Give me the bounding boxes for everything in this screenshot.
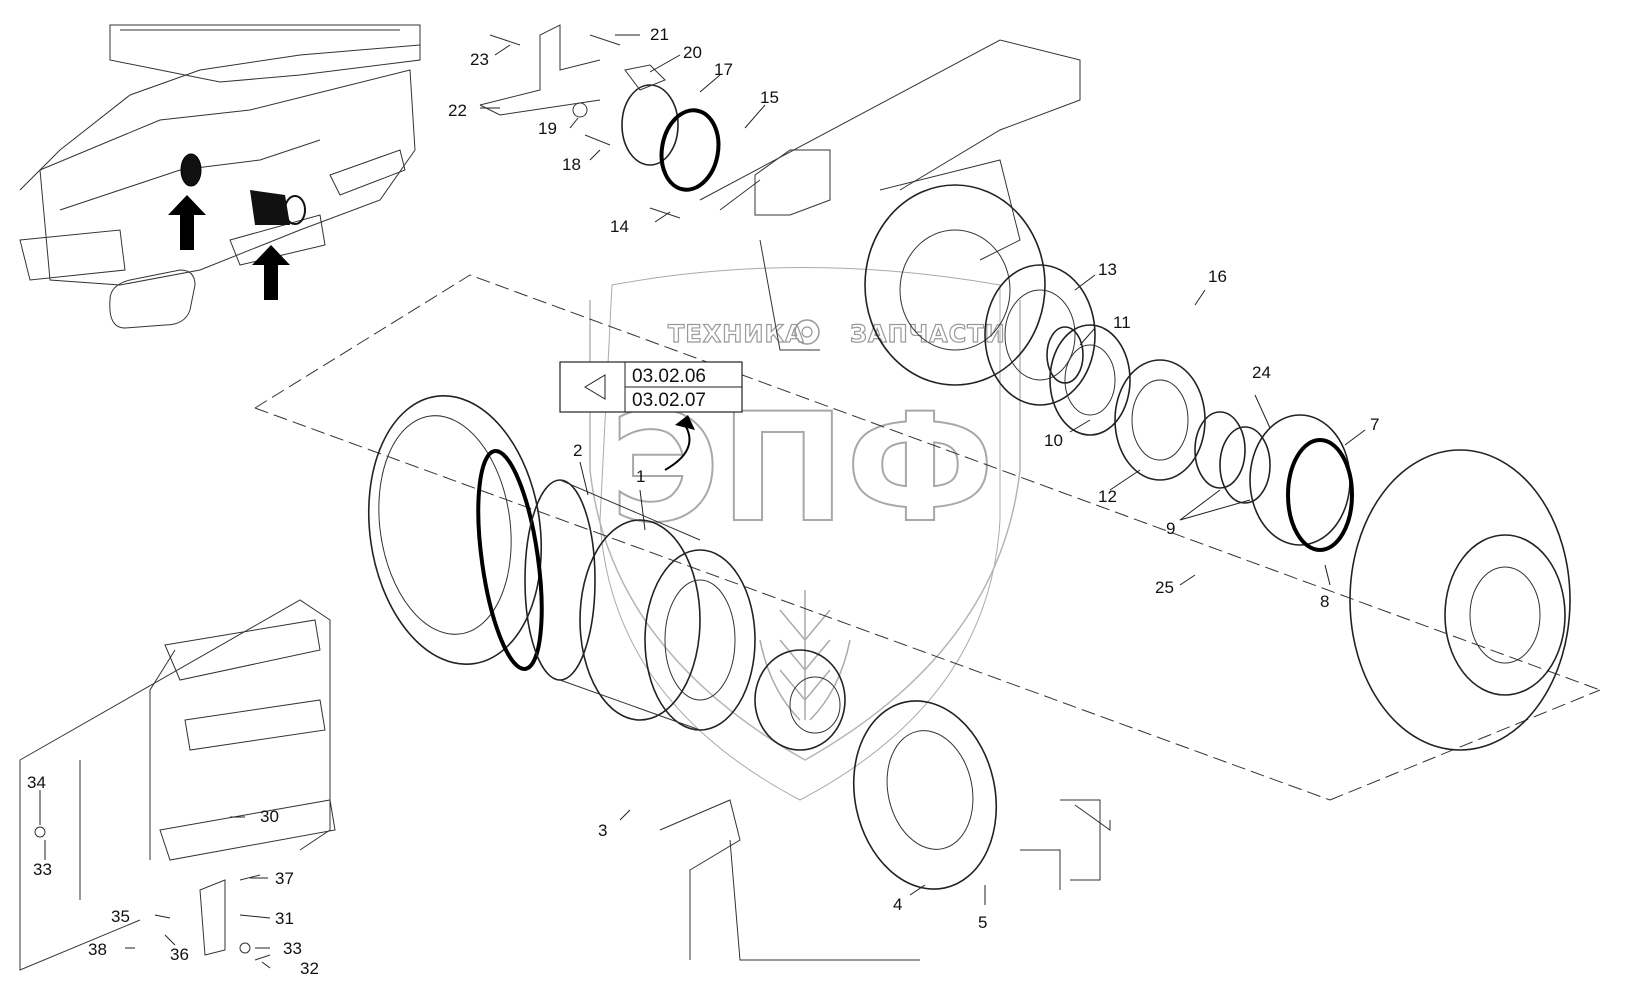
callout-7: 7 (1370, 415, 1379, 434)
arrow-icon (252, 245, 290, 300)
hub-assembly (476, 449, 846, 751)
callout-23: 23 (470, 50, 489, 69)
callout-14: 14 (610, 217, 629, 236)
callout-5: 5 (978, 913, 987, 932)
reference-arrow-icon (584, 374, 606, 400)
callout-31: 31 (275, 909, 294, 928)
callout-13: 13 (1098, 260, 1117, 279)
watermark: ТЕХНИКА ЗАПЧАСТИ ЭПФ (589, 267, 1021, 801)
callout-3: 3 (598, 821, 607, 840)
callout-11: 11 (1113, 313, 1131, 332)
frame-outlines (254, 39, 1601, 961)
top-bracket-assembly (479, 24, 721, 219)
reference-line-2: 03.02.07 (632, 390, 706, 411)
watermark-company-text-2: ЗАПЧАСТИ (850, 320, 1006, 348)
callout-22: 22 (448, 101, 467, 120)
callout-21: 21 (650, 25, 669, 44)
lower-flange-plate (852, 700, 1111, 890)
bearing-stack (984, 264, 1354, 552)
callout-33-left: 33 (33, 860, 52, 879)
callout-labels: 1 2 3 4 5 7 8 9 10 11 12 13 14 15 16 17 … (27, 25, 1379, 978)
callout-4: 4 (893, 895, 902, 914)
watermark-company-text: ТЕХНИКА (668, 320, 805, 348)
callout-38: 38 (88, 940, 107, 959)
gear-icon (794, 319, 820, 345)
callout-35: 35 (111, 907, 130, 926)
callout-2: 2 (573, 441, 582, 460)
callout-18: 18 (562, 155, 581, 174)
callout-34: 34 (27, 773, 46, 792)
callout-9: 9 (1166, 519, 1175, 538)
callout-32: 32 (300, 959, 319, 978)
callout-36: 36 (170, 945, 189, 964)
reference-box: 03.02.06 03.02.07 (559, 361, 743, 471)
callout-10: 10 (1044, 431, 1063, 450)
access-ladder (19, 599, 336, 971)
machine-overview-inset (19, 24, 421, 329)
callout-25: 25 (1155, 578, 1174, 597)
callout-37: 37 (275, 869, 294, 888)
callout-17: 17 (714, 60, 733, 79)
reference-line-1: 03.02.06 (632, 366, 706, 387)
callout-16: 16 (1208, 267, 1227, 286)
callout-19: 19 (538, 119, 557, 138)
arrow-icon (168, 195, 206, 250)
callout-30: 30 (260, 807, 279, 826)
callout-20: 20 (683, 43, 702, 62)
callout-33-right: 33 (283, 939, 302, 958)
callout-8: 8 (1320, 592, 1329, 611)
wheat-icon (759, 590, 851, 721)
callout-leaders (39, 34, 1366, 969)
drum-housing (367, 184, 1571, 751)
callout-24: 24 (1252, 363, 1271, 382)
callout-1: 1 (636, 467, 645, 486)
callout-15: 15 (760, 88, 779, 107)
callout-12: 12 (1098, 487, 1117, 506)
